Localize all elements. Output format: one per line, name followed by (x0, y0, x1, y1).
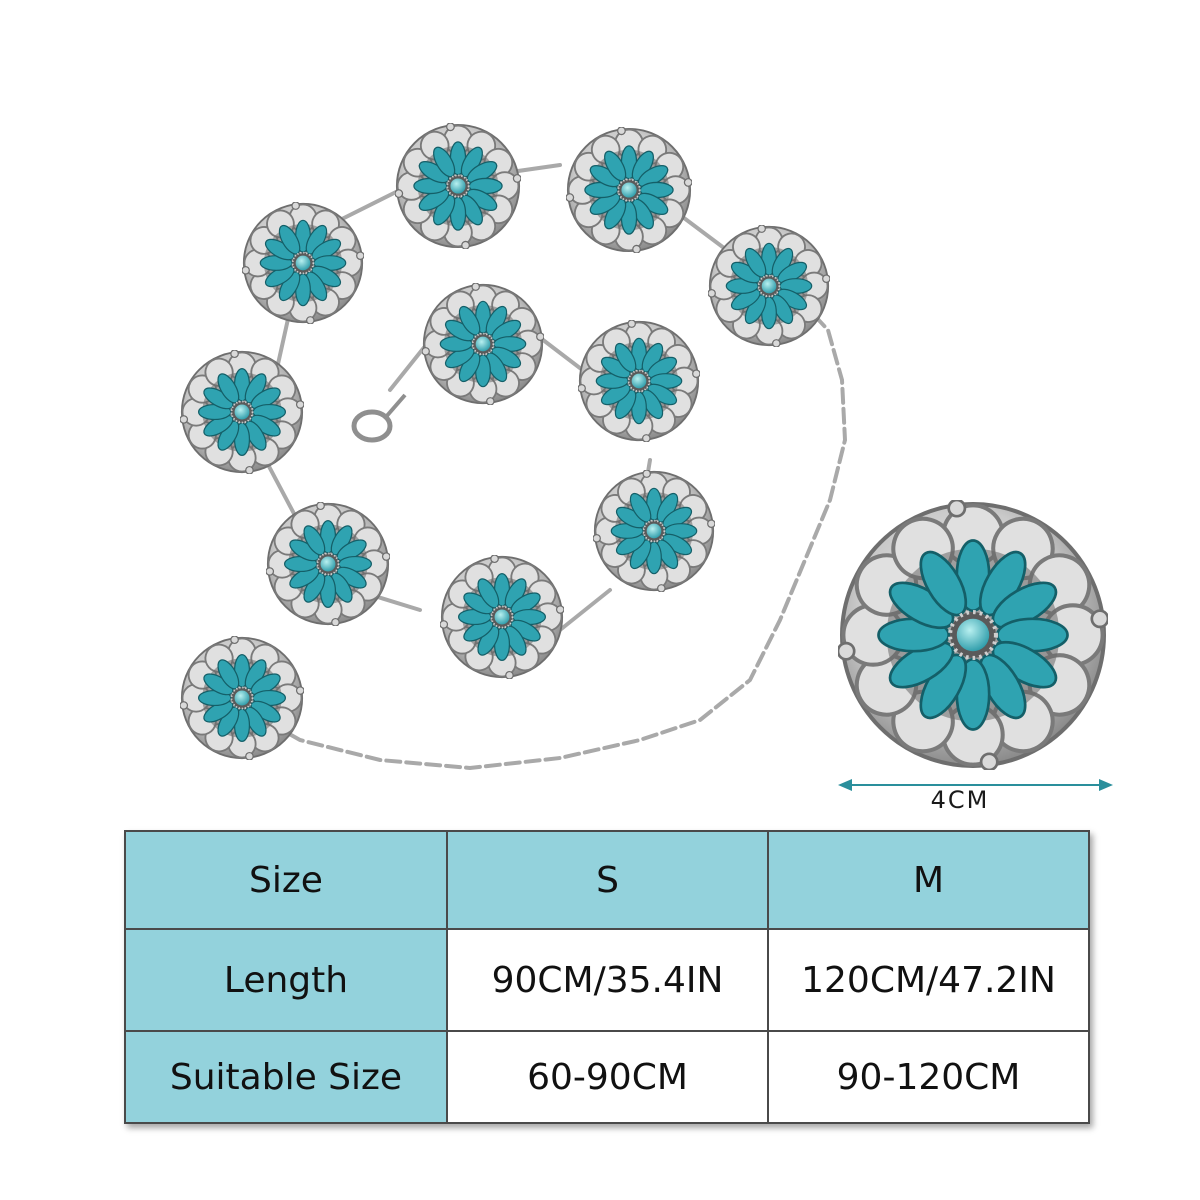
length-m-value: 120CM/47.2IN (767, 928, 1090, 1032)
length-row-label: Length (124, 928, 448, 1032)
dimension-label: 4CM (930, 786, 990, 814)
suitable-size-s-value: 60-90CM (446, 1030, 769, 1124)
belt-concho-1 (395, 123, 521, 249)
belt-concho-11 (180, 636, 304, 760)
size-table: Size S M Length 90CM/35.4IN 120CM/47.2IN… (124, 830, 1090, 1124)
lobster-clasp-icon (351, 393, 407, 443)
belt-concho-4 (708, 225, 830, 347)
size-table-header-row: Size S M (124, 830, 1090, 930)
size-header-s: S (446, 830, 769, 930)
belt-concho-2 (566, 127, 692, 253)
suitable-size-row-label: Suitable Size (124, 1030, 448, 1124)
belt-concho-10 (440, 555, 564, 679)
belt-concho-6 (578, 320, 700, 442)
belt-concho-9 (266, 502, 390, 626)
belt-concho-8 (593, 470, 715, 592)
belt-concho-5 (422, 283, 544, 405)
product-illustration (180, 123, 1113, 791)
size-header-m: M (767, 830, 1090, 930)
chain-links (236, 276, 848, 771)
closeup-concho (838, 500, 1108, 770)
length-s-value: 90CM/35.4IN (446, 928, 769, 1032)
table-row: Length 90CM/35.4IN 120CM/47.2IN (124, 928, 1090, 1032)
dimension-arrow-icon (838, 779, 1113, 791)
suitable-size-m-value: 90-120CM (767, 1030, 1090, 1124)
size-header-label: Size (124, 830, 448, 930)
belt-concho-7 (180, 350, 304, 474)
belt-concho-3 (242, 202, 364, 324)
table-row: Suitable Size 60-90CM 90-120CM (124, 1030, 1090, 1124)
